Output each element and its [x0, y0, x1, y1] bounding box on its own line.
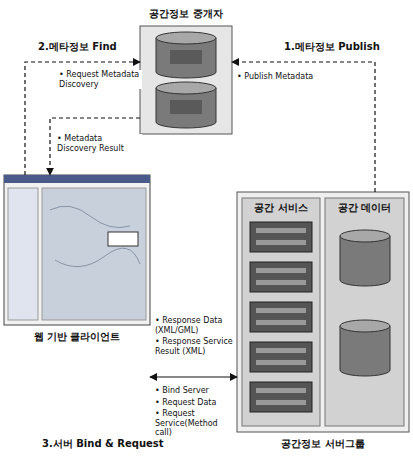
- node-text: 공간정보 서버그룹: [237, 438, 409, 450]
- note-label: • Request Metadata Discovery: [58, 70, 142, 89]
- note-label: • Bind Server: [154, 386, 236, 396]
- data-panel: [325, 198, 404, 426]
- connector-arrow: [150, 376, 237, 377]
- server-group-node: 공간 서비스 공간 데이터공간정보 서버그룹: [237, 192, 409, 454]
- note-label: • Response Service Result (XML): [154, 337, 236, 356]
- note-label: • Publish Metadata: [236, 72, 333, 82]
- note-label: • Metadata Discovery Result: [56, 134, 142, 153]
- edge-label: 2.메타정보 Find: [36, 40, 119, 54]
- broker-frame: [140, 26, 232, 134]
- node-text: 공간 서비스: [242, 202, 320, 214]
- database-symbol: [156, 82, 216, 128]
- broker-node: 공간정보 중개자: [140, 6, 232, 136]
- edge-label: 1.메타정보 Publish: [282, 40, 382, 54]
- server-frame: [237, 192, 409, 432]
- service-panel-node: 공간 서비스: [242, 198, 320, 426]
- database-symbol: [340, 320, 390, 376]
- node-text: 웹 기반 클라이언트: [4, 331, 150, 343]
- connector-arrow: [232, 62, 375, 192]
- client-node: 웹 기반 클라이언트: [4, 175, 150, 385]
- note-label: • Request Data: [154, 398, 236, 408]
- note-label: • Response Data (XML/GML): [154, 316, 236, 335]
- service-icons: [250, 222, 312, 412]
- service-icon-stripes: [256, 228, 306, 405]
- node-text: 공간정보 중개자: [140, 8, 232, 20]
- note-label: • Request Service(Method call): [154, 409, 236, 438]
- database-symbol: [156, 32, 216, 78]
- service-panel: [242, 198, 320, 426]
- database-symbol: [340, 230, 390, 286]
- data-panel-node: 공간 데이터: [325, 198, 404, 426]
- client-screenshot: [4, 175, 150, 325]
- node-text: 공간 데이터: [325, 202, 404, 214]
- edge-label: 3.서버 Bind & Request: [40, 437, 166, 451]
